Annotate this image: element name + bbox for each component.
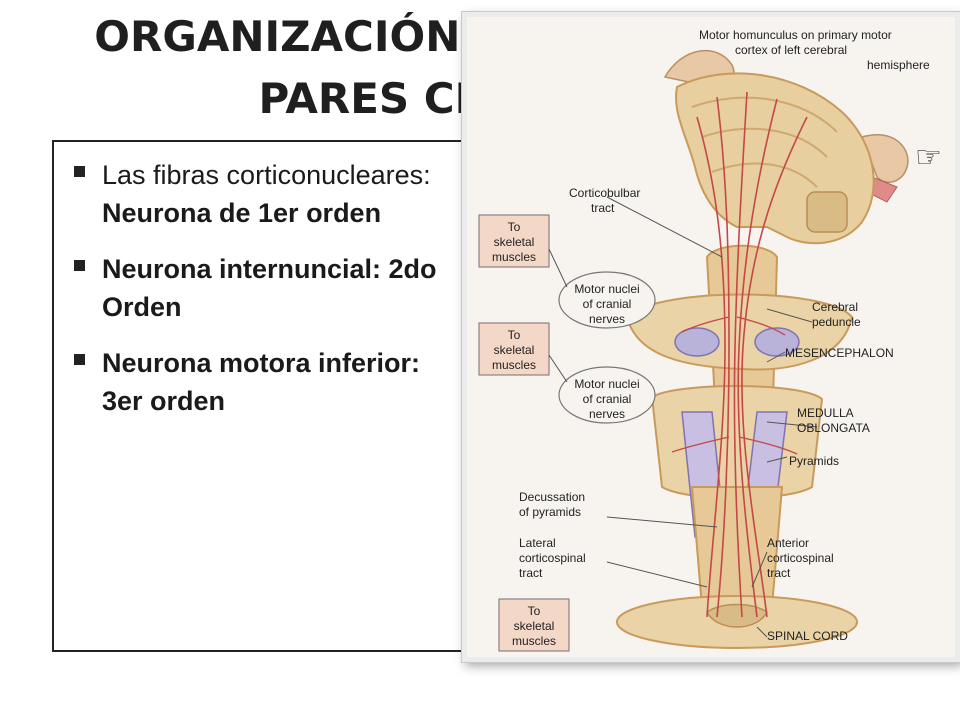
tract-fiber [733, 91, 748, 618]
leader-line [766, 421, 818, 428]
leader-line [756, 626, 768, 638]
bullet-marker [74, 260, 85, 271]
motor-nuclei-1b: of cranial [583, 297, 632, 311]
bullet-1-text: Las fibras corticonucleares: [102, 160, 431, 190]
leader-line [766, 351, 786, 363]
motor-nuclei-1c: nerves [589, 312, 625, 326]
corticobulbar-label-2: tract [591, 201, 615, 215]
motor-nuclei-1a: Motor nuclei [574, 282, 639, 296]
cortex-fold [691, 96, 838, 133]
medulla-label-2: OBLONGATA [797, 421, 870, 435]
tract-branch [681, 316, 730, 333]
pyramids-label: Pyramids [789, 454, 839, 468]
skeletal-muscles-box-2 [478, 322, 550, 376]
skeletal-muscles-box-3 [498, 598, 570, 652]
tract-fiber [737, 98, 778, 618]
anterior-tract-label-2: corticospinal [767, 551, 834, 565]
anterior-tract-label-1: Anterior [767, 536, 809, 550]
decussation-label-2: of pyramids [519, 505, 581, 519]
leader-line [548, 354, 568, 383]
motor-nuclei-2a: Motor nuclei [574, 377, 639, 391]
bullet-list: Las fibras corticonucleares: Neurona de … [66, 156, 466, 438]
bullet-item-2: Neurona internuncial: 2do Orden [66, 250, 466, 326]
neuroanatomy-figure: To skeletal muscles To skeletal muscles … [462, 12, 960, 662]
bullet-3-bold-text: Neurona motora inferior: 3er orden [102, 348, 421, 416]
decussation-label-1: Decussation [519, 490, 585, 504]
ventricle-illustration [806, 191, 848, 233]
bullet-marker [74, 166, 85, 177]
motor-nuclei-2c: nerves [589, 407, 625, 421]
tract-branch [736, 316, 786, 336]
hand-pointer-icon: ☞ [915, 140, 942, 175]
skeletal-label-3a: skeletal [514, 619, 555, 633]
bullet-item-3: Neurona motora inferior: 3er orden [66, 344, 466, 420]
lateral-tract-label-3: tract [519, 566, 543, 580]
mesencephalon-label: MESENCEPHALON [785, 346, 894, 360]
tract-branch [738, 436, 798, 455]
lateral-tract-label-1: Lateral [519, 536, 556, 550]
lateral-tract-label-2: corticospinal [519, 551, 586, 565]
skeletal-label-1b: muscles [492, 250, 536, 264]
skeletal-label-3b: muscles [512, 634, 556, 648]
bullet-2-bold-text: Neurona internuncial: 2do Orden [102, 254, 437, 322]
leader-line [766, 456, 788, 463]
skeletal-label-2a: skeletal [494, 343, 535, 357]
midbrain-nucleus [674, 327, 720, 357]
corticobulbar-diagram: To skeletal muscles To skeletal muscles … [467, 17, 955, 657]
bullet-1-bold-text: Neurona de 1er orden [102, 198, 382, 228]
leader-lines [548, 196, 818, 638]
tract-fiber [716, 96, 730, 618]
skeletal-to-3: To [528, 604, 541, 618]
tract-fiber [696, 116, 726, 618]
bullet-item-1: Las fibras corticonucleares: Neurona de … [66, 156, 466, 232]
leader-line [606, 561, 708, 588]
homunculus-label-1: Motor homunculus on primary motor [699, 28, 892, 42]
spinal-cord-label: SPINAL CORD [767, 629, 848, 643]
motor-tract-fibers [671, 91, 808, 618]
homunculus-label-3: hemisphere [867, 58, 930, 72]
skeletal-to-2: To [508, 328, 521, 342]
cerebral-peduncle-label-2: peduncle [812, 315, 861, 329]
leader-line [766, 308, 813, 323]
corticobulbar-label-1: Corticobulbar [569, 186, 640, 200]
homunculus-face-illustration [861, 134, 909, 183]
leader-line [606, 516, 718, 528]
medulla-oblongata-illustration [650, 385, 824, 500]
cortex-fold [711, 162, 818, 188]
leader-line [606, 196, 723, 258]
leader-line [751, 551, 768, 588]
medulla-label-1: MEDULLA [797, 406, 854, 420]
skeletal-muscles-box-1 [478, 214, 550, 268]
skeletal-label-1a: skeletal [494, 235, 535, 249]
skeletal-label-2b: muscles [492, 358, 536, 372]
motor-nuclei-label-1 [558, 271, 656, 329]
tract-fiber [741, 116, 808, 618]
motor-nuclei-label-2 [558, 366, 656, 424]
cerebral-peduncle-label-1: Cerebral [812, 300, 858, 314]
motor-nuclei-2b: of cranial [583, 392, 632, 406]
homunculus-label-2: cortex of left cerebral [735, 43, 847, 57]
anterior-tract-label-3: tract [767, 566, 791, 580]
bullet-marker [74, 354, 85, 365]
tract-branch [671, 436, 730, 453]
leader-line [548, 248, 568, 288]
skeletal-to-1: To [508, 220, 521, 234]
